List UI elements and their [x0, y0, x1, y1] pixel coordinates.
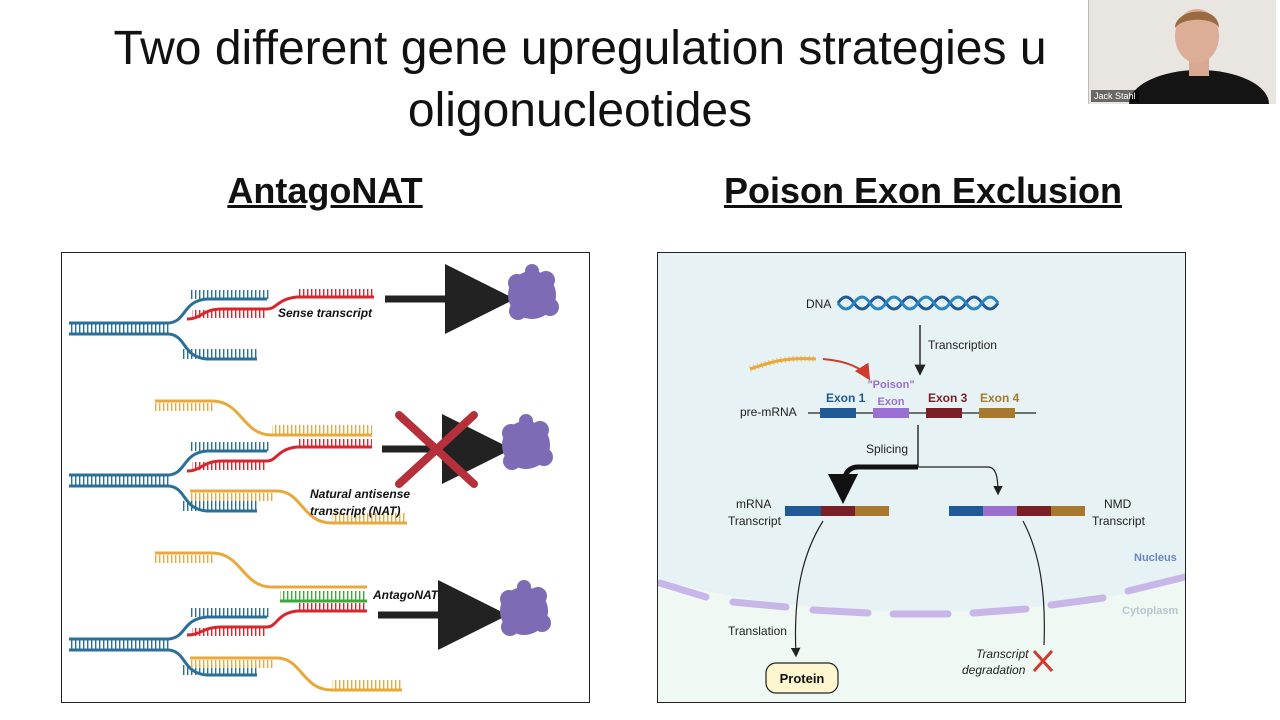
- slide-title-line2: oligonucleotides: [407, 84, 753, 137]
- aso-oligo: [749, 357, 817, 371]
- protein-icon: [502, 414, 553, 470]
- block-x-icon: [395, 411, 478, 488]
- nat-label-line1: Natural antisense: [310, 487, 410, 501]
- exon1-label: Exon 1: [826, 391, 866, 405]
- protein-icon: [500, 580, 551, 636]
- slide-title-line1: Two different gene upregulation strategi…: [113, 22, 1047, 75]
- antagonat-diagram: Sense transcript Natural antisense trans…: [61, 252, 590, 703]
- participant-avatar: [1089, 0, 1276, 104]
- protein-box: [765, 662, 839, 694]
- mrna-label-line2: Transcript: [728, 514, 782, 528]
- sense-transcript-label: Sense transcript: [278, 306, 373, 320]
- degradation-x-icon: [1032, 649, 1054, 673]
- nmd-label-line2: Transcript: [1092, 514, 1146, 528]
- slide-title: Two different gene upregulation strategi…: [0, 18, 1160, 142]
- poison-label-line2: Exon: [878, 396, 905, 408]
- participant-name: Jack Stahl: [1091, 90, 1139, 102]
- nuclear-membrane: [658, 573, 1185, 618]
- transcription-label: Transcription: [928, 338, 997, 352]
- splicing-label: Splicing: [866, 442, 908, 456]
- translation-label: Translation: [728, 624, 787, 638]
- degradation-label-line2: degradation: [962, 663, 1026, 677]
- row1-sense: Sense transcript: [69, 264, 559, 361]
- dna-helix-icon: [836, 295, 1000, 311]
- exon3-label: Exon 3: [928, 391, 968, 405]
- dna-label: DNA: [806, 297, 831, 311]
- protein-icon: [508, 264, 559, 320]
- poison-exon-diagram: DNA Transcription pre-mRNA Exon 1 "Poiso…: [657, 252, 1186, 703]
- premrna-label: pre-mRNA: [740, 405, 797, 419]
- poison-exon-diagram-svg: DNA Transcription pre-mRNA Exon 1 "Poiso…: [658, 295, 1185, 702]
- antagonat-diagram-svg: Sense transcript Natural antisense trans…: [69, 264, 559, 692]
- nucleus-label: Nucleus: [1134, 552, 1177, 564]
- antagonat-heading: AntagoNAT: [227, 170, 423, 211]
- nmd-label-line1: NMD: [1104, 497, 1132, 511]
- cytoplasm-label: Cytoplasm: [1122, 605, 1178, 617]
- poison-exon-heading: Poison Exon Exclusion: [723, 170, 1123, 211]
- poison-label-line1: "Poison": [867, 379, 914, 391]
- exon4-label: Exon 4: [980, 391, 1020, 405]
- row3-antagonat: AntagoNAT: [69, 551, 551, 692]
- degradation-label-line1: Transcript: [976, 647, 1029, 661]
- protein-label: Protein: [780, 671, 825, 686]
- antagonat-label: AntagoNAT: [372, 588, 440, 602]
- row2-nat: Natural antisense transcript (NAT): [69, 399, 553, 525]
- mrna-label-line1: mRNA: [736, 497, 771, 511]
- participant-video-tile[interactable]: Jack Stahl: [1088, 0, 1276, 104]
- nat-label-line2: transcript (NAT): [310, 504, 400, 518]
